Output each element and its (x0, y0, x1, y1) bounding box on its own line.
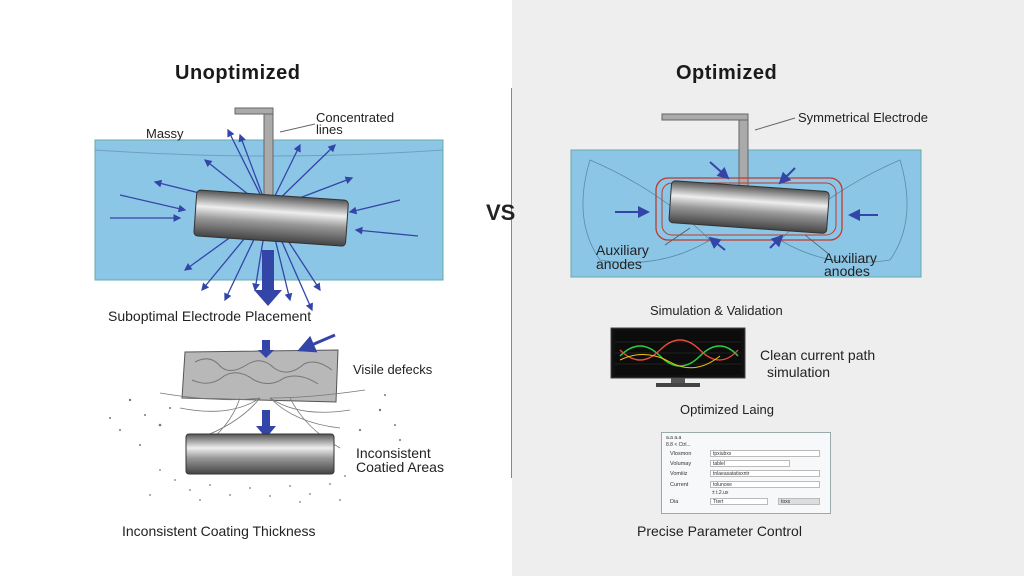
coated-areas-label: Coatied Areas (356, 459, 444, 475)
param-label-5: Dia (670, 499, 679, 505)
param-field-1[interactable]: tpxiubxx (710, 450, 820, 457)
simulation-monitor (610, 327, 746, 387)
panel-apply-button[interactable]: toxs (778, 498, 820, 505)
symmetrical-electrode-label: Symmetrical Electrode (798, 110, 929, 125)
aux-anodes-right-label: Auxiliary (824, 250, 877, 266)
param-label-4: Current (670, 482, 689, 488)
param-note: ± t.2.ux (712, 490, 729, 496)
concentrated-label: Concentrated (316, 110, 395, 125)
unoptimized-tank-diagram (94, 107, 444, 503)
electrode-bar (193, 189, 349, 247)
optimized-lating-caption: Optimized Laing (680, 402, 774, 417)
param-field-2[interactable]: tablel (710, 460, 790, 467)
optimized-title: Optimized (676, 62, 778, 84)
param-field-3[interactable]: tnlaeasatatisxntr (710, 470, 820, 477)
panel-header: a.a a.a (666, 435, 682, 441)
param-field-5[interactable]: Ttert (710, 498, 768, 505)
concentrated-label-line2: lines (316, 122, 343, 137)
divider (511, 88, 512, 478)
param-label-1: Vlosmon (670, 451, 692, 457)
aux-anodes-left-label: Auxiliary (596, 242, 649, 258)
precise-control-caption: Precise Parameter Control (637, 523, 802, 539)
clean-current-label: Clean current path (760, 347, 876, 363)
aux-anodes-right-label-line2: anodes (824, 263, 870, 279)
inconsistent-label: Inconsistent (356, 445, 431, 461)
defective-part (181, 349, 339, 403)
param-field-4[interactable]: tolunoxe (710, 481, 820, 488)
simulation-validation-caption: Simulation & Validation (650, 303, 783, 318)
panel-subheader: 8.8 < Ctrl... (666, 442, 691, 448)
param-label-2: Volumay (670, 461, 692, 467)
massy-label: Massy (146, 126, 184, 141)
param-label-3: Vomiiiz (670, 471, 688, 477)
parameter-control-panel: a.a a.a 8.8 < Ctrl... Vlosmon tpxiubxx V… (661, 432, 831, 514)
vs-label: VS (486, 200, 516, 225)
visible-defects-label: Visile defecks (353, 362, 433, 377)
clean-current-label-line2: simulation (767, 364, 831, 380)
coated-bar (185, 433, 335, 475)
symmetrical-electrode-bar (668, 180, 830, 234)
unoptimized-title: Unoptimized (175, 62, 301, 84)
aux-anodes-left-label-line2: anodes (596, 256, 642, 272)
suboptimal-placement-caption: Suboptimal Electrode Placement (108, 308, 312, 324)
inconsistent-thickness-caption: Inconsistent Coating Thickness (122, 523, 316, 539)
